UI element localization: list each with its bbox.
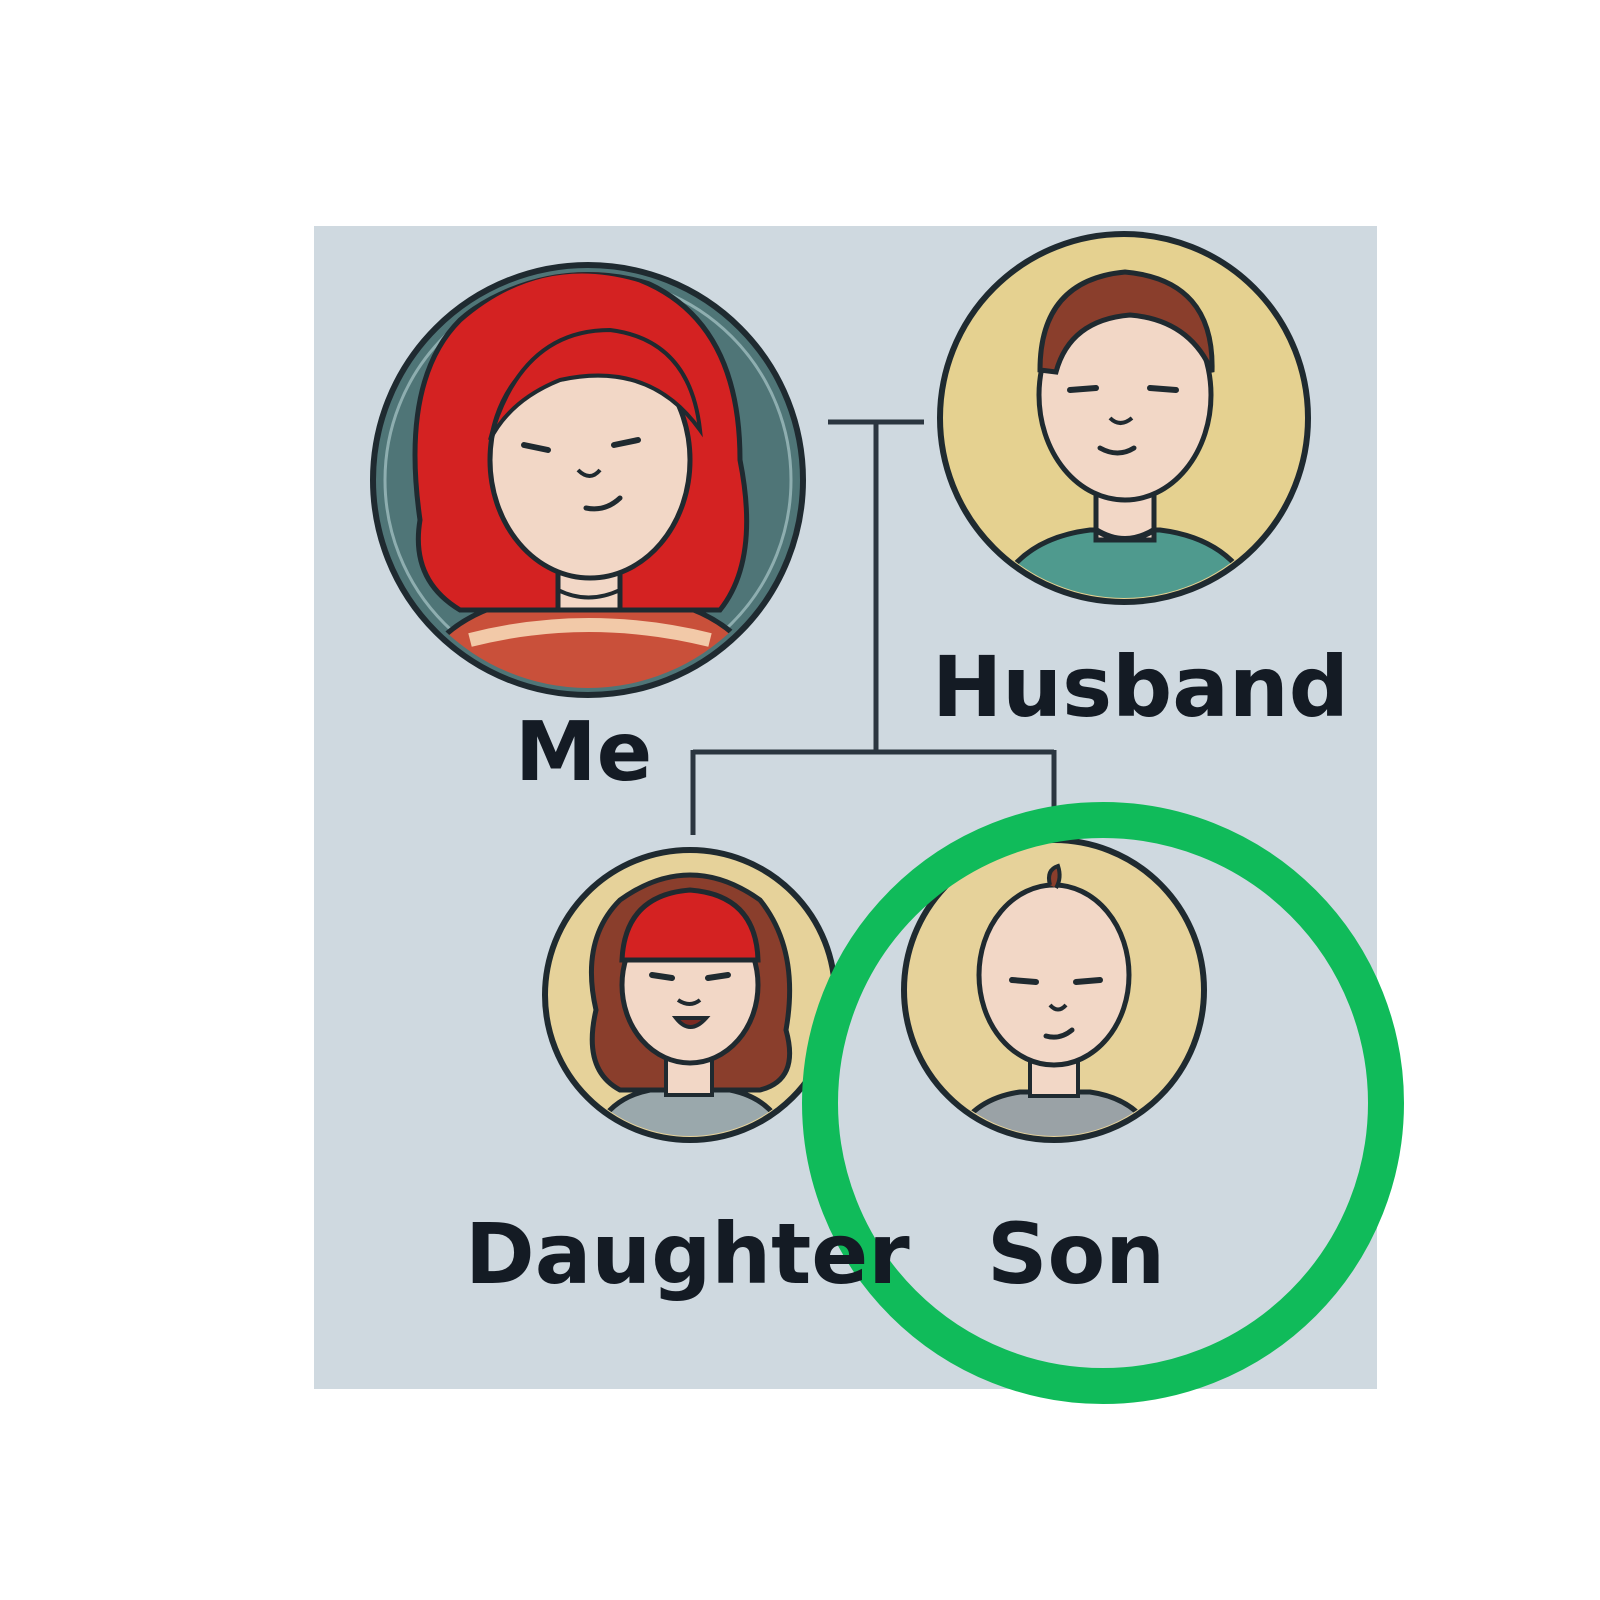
daughter-label: Daughter — [465, 1205, 910, 1303]
daughter-avatar — [542, 847, 838, 1143]
highlight-ring — [802, 802, 1404, 1404]
tree-connectors — [690, 419, 1057, 835]
husband-label: Husband — [932, 638, 1349, 736]
son-label: Son — [987, 1205, 1166, 1303]
me-avatar — [370, 262, 806, 698]
me-label: Me — [515, 705, 653, 800]
husband-avatar — [937, 231, 1311, 605]
